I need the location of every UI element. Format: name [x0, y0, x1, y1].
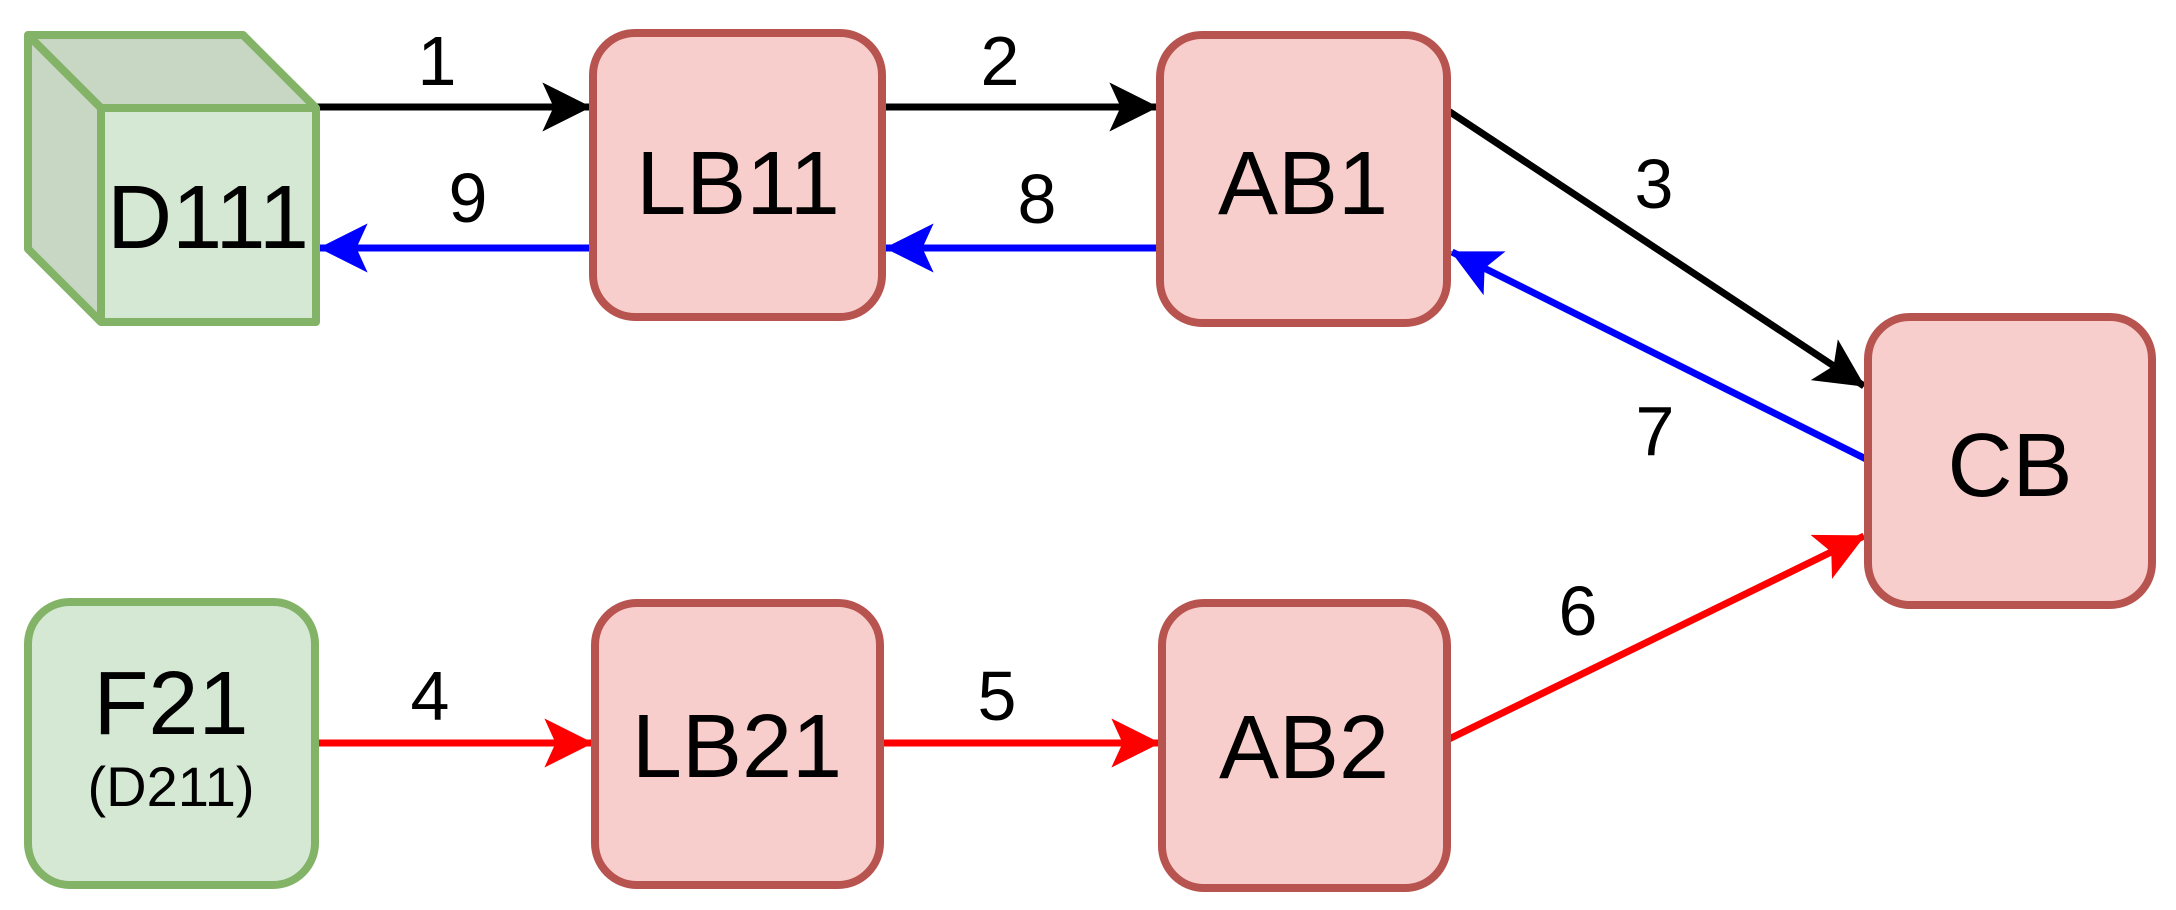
edge-5-label: 5 [978, 657, 1017, 735]
node-f21-sublabel: (D211) [87, 755, 254, 818]
node-ab1-box [1156, 31, 1451, 327]
cube-left-face [28, 35, 101, 322]
cube-front-face [101, 108, 316, 322]
edges-layer [315, 82, 1870, 768]
node-lb11-label: LB11 [636, 134, 840, 234]
node-ab1-label: AB1 [1218, 134, 1388, 234]
nodes-layer: D111 LB11 AB1 CB F21 (D211) LB21 [24, 29, 2156, 892]
node-ab2-label: AB2 [1219, 698, 1389, 798]
node-lb11: LB11 [589, 29, 886, 321]
node-d111: D111 [24, 31, 320, 326]
node-lb21: LB21 [591, 599, 884, 889]
node-lb21-box [591, 599, 884, 889]
node-d111-label: D111 [107, 168, 309, 268]
edge-3-ab1-to-cb [1445, 107, 1866, 389]
edge-6-ab2-to-cb [1445, 532, 1866, 744]
cube-outline [24, 31, 320, 326]
edge-7-label: 7 [1636, 392, 1675, 470]
node-f21-box [24, 598, 319, 889]
node-lb11-box [589, 29, 886, 321]
cube-top-face [28, 35, 316, 108]
node-ab2-box [1158, 599, 1451, 892]
node-ab1: AB1 [1156, 31, 1451, 327]
edge-6-label: 6 [1559, 572, 1598, 650]
edge-4-label: 4 [411, 657, 450, 735]
node-ab2: AB2 [1158, 599, 1451, 892]
node-cb-label: CB [1947, 416, 2072, 516]
node-lb21-label: LB21 [632, 697, 842, 797]
edge-8-label: 8 [1018, 160, 1057, 238]
node-cb: CB [1864, 313, 2156, 609]
node-cb-box [1864, 313, 2156, 609]
edge-9-label: 9 [449, 159, 488, 237]
edge-1-label: 1 [418, 22, 457, 100]
edge-labels-layer: 1 2 3 4 5 6 7 8 9 [411, 22, 1675, 735]
node-f21-label: F21 [93, 654, 248, 754]
edge-3-label: 3 [1635, 145, 1674, 223]
edge-2-label: 2 [981, 22, 1020, 100]
node-f21: F21 (D211) [24, 598, 319, 889]
edge-7-cb-to-ab1 [1450, 248, 1870, 464]
